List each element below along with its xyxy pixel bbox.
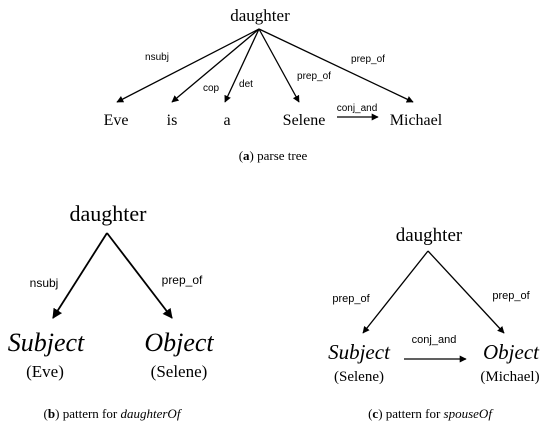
panel-c-label-prep-of-right: prep_of (492, 290, 530, 302)
panel-b-subject-role: Subject (8, 328, 85, 357)
panel-a-root-node: daughter (230, 6, 290, 25)
panel-a-label-prep-of-selene: prep_of (297, 71, 331, 82)
panel-b-edge-nsubj (52, 232, 108, 319)
panel-c-edge-prep-of-right (427, 250, 505, 334)
panel-b-label-nsubj: nsubj (30, 276, 59, 290)
panel-c-spouseof-pattern: daughter prep_of prep_of conj_and Subjec… (328, 225, 540, 421)
panel-a-edge-det (224, 28, 260, 103)
panel-a-edge-prep-of-michael (258, 28, 414, 103)
panel-a-token-is: is (167, 112, 178, 129)
panel-b-label-prep-of: prep_of (162, 273, 203, 287)
panel-a-edge-cop (171, 28, 260, 103)
panel-a-label-conj-and: conj_and (337, 103, 378, 114)
panel-c-object-value: (Michael) (480, 369, 539, 385)
panel-b-edge-prep-of (106, 232, 173, 319)
panel-c-subject-role: Subject (328, 340, 391, 364)
panel-a-parse-tree: daughter nsubj cop det prep_of prep_of c… (104, 6, 443, 163)
panel-b-caption: (b) pattern for daughterOf (44, 406, 183, 421)
panel-c-subject-value: (Selene) (334, 369, 384, 385)
panel-c-label-prep-of-left: prep_of (332, 293, 370, 305)
panel-b-object-value: (Selene) (151, 362, 208, 381)
panel-a-label-cop: cop (203, 83, 220, 94)
panel-a-token-michael: Michael (390, 112, 443, 129)
panel-c-edge-prep-of-left (362, 250, 429, 334)
panel-b-root-node: daughter (70, 201, 148, 226)
panel-a-edge-prep-of-selene (258, 28, 300, 103)
panel-a-label-det: det (239, 79, 253, 90)
panel-b-daughterof-pattern: daughter nsubj prep_of Subject (Eve) Obj… (8, 201, 215, 421)
panel-b-object-role: Object (144, 328, 214, 357)
panel-a-token-eve: Eve (104, 112, 129, 129)
panel-c-object-role: Object (483, 340, 540, 364)
panel-b-subject-value: (Eve) (26, 362, 64, 381)
panel-a-token-selene: Selene (283, 112, 326, 129)
panel-a-caption: (a) parse tree (239, 148, 308, 163)
panel-c-caption: (c) pattern for spouseOf (368, 406, 494, 421)
panel-c-root-node: daughter (396, 225, 463, 246)
panel-a-edge-nsubj (116, 28, 260, 103)
panel-a-label-nsubj: nsubj (145, 52, 169, 63)
panel-a-label-prep-of-michael: prep_of (351, 54, 385, 65)
panel-a-token-a: a (223, 112, 230, 129)
panel-c-label-conj-and: conj_and (412, 334, 457, 346)
